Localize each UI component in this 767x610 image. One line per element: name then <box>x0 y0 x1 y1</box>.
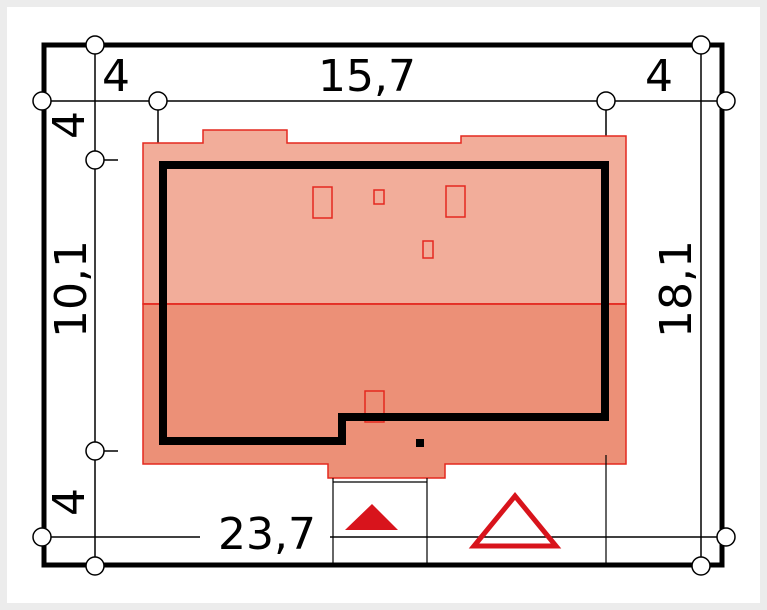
node-circle <box>691 556 711 576</box>
node-circle <box>85 150 105 170</box>
garage-entrance-triangle-icon <box>468 492 562 549</box>
dimension-left-bottom: 4 <box>44 488 95 516</box>
node-circles <box>32 35 736 576</box>
node-circle <box>148 91 168 111</box>
chimney <box>422 240 434 259</box>
dimension-right-total: 18,1 <box>651 240 702 338</box>
node-circle <box>85 35 105 55</box>
small-marker <box>416 439 424 447</box>
roof-upper-slope <box>142 129 627 305</box>
roof-window <box>364 390 385 423</box>
node-circle <box>32 527 52 547</box>
roof-window <box>312 186 333 219</box>
node-circle <box>32 91 52 111</box>
node-circle <box>596 91 616 111</box>
driveway-lines <box>332 455 607 563</box>
node-circle <box>716 91 736 111</box>
roof-openings <box>312 185 466 423</box>
chimney <box>373 189 385 205</box>
roof-plan <box>142 129 627 479</box>
dimension-top-middle: 15,7 <box>318 51 416 102</box>
dimension-top-left: 4 <box>102 51 130 102</box>
dimension-top-right: 4 <box>645 51 673 102</box>
node-circle <box>85 441 105 461</box>
node-circle <box>691 35 711 55</box>
dimension-bottom-total: 23,7 <box>218 509 316 560</box>
building-outline <box>159 161 609 445</box>
dimension-left-top: 4 <box>44 111 95 139</box>
entrance-triangle-icon <box>345 504 398 530</box>
plot-boundary <box>41 42 725 568</box>
roof-window <box>445 185 466 218</box>
dimension-left-middle: 10,1 <box>46 240 97 338</box>
node-circle <box>85 556 105 576</box>
node-circle <box>716 527 736 547</box>
